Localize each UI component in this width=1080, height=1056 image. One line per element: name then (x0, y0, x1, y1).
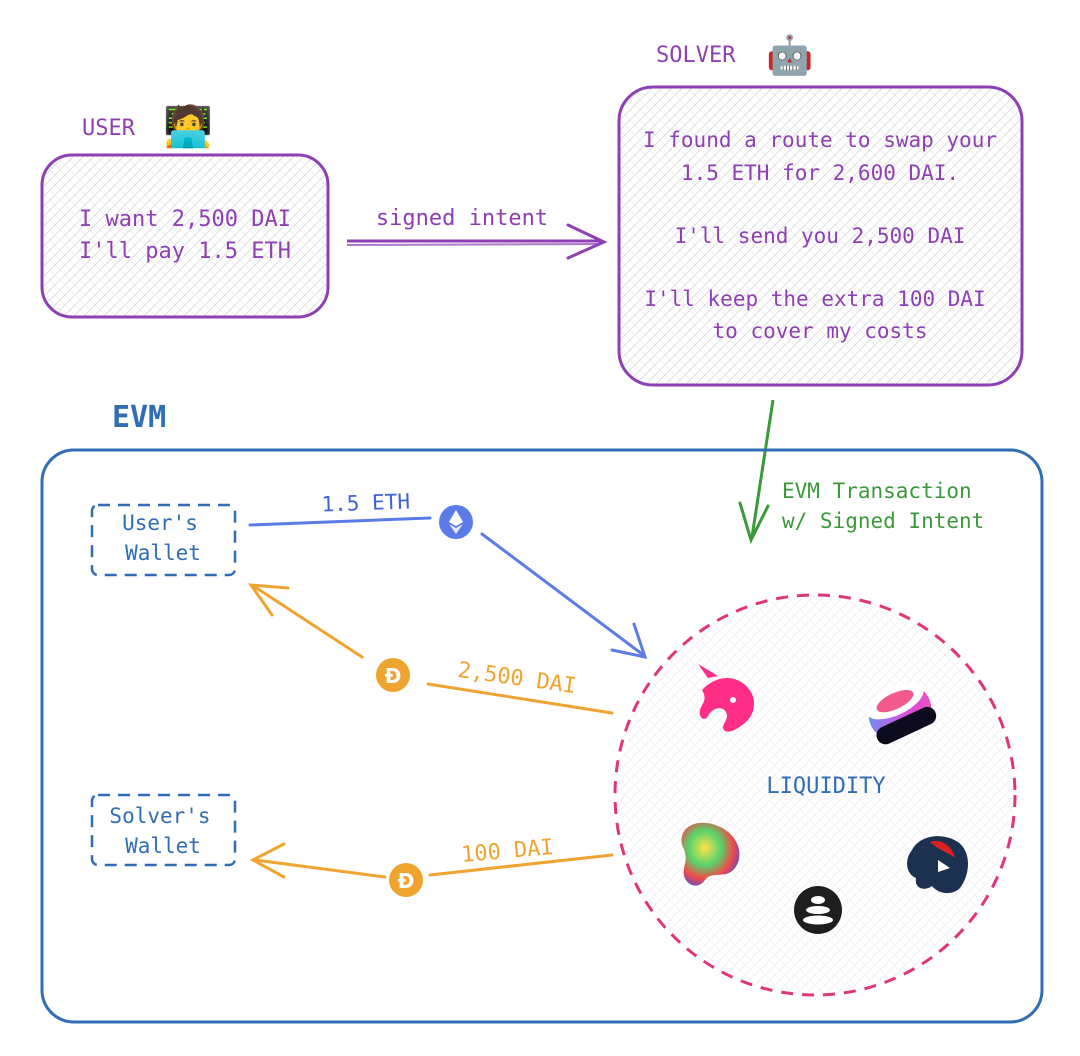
dai-to-user-label: 2,500 DAI (456, 658, 578, 699)
user-line-2: I'll pay 1.5 ETH (79, 239, 291, 264)
user-line-1: I want 2,500 DAI (79, 207, 291, 232)
evm-title: EVM (112, 400, 166, 435)
solver-wallet-line-2: Wallet (125, 834, 201, 858)
uniswap-icon (698, 664, 755, 732)
liquidity-label: LIQUIDITY (766, 774, 885, 799)
user-wallet-line-2: Wallet (125, 541, 201, 565)
signed-intent-label: signed intent (376, 206, 548, 231)
sushiswap-icon (866, 682, 937, 745)
solver-box: I found a route to swap your 1.5 ETH for… (617, 85, 1024, 387)
balancer-icon (794, 886, 842, 934)
evm-container (40, 448, 1044, 1024)
dai-to-solver-arrow (249, 842, 614, 879)
solver-line-5: to cover my costs (713, 319, 928, 343)
user-wallet-line-1: User's (122, 511, 198, 535)
user-label: USER (82, 116, 136, 141)
svg-text:Đ: Đ (385, 664, 402, 688)
evm-transaction-line-2: w/ Signed Intent (782, 509, 984, 533)
liquidity-pool: LIQUIDITY (613, 593, 1017, 997)
curve-icon (681, 822, 740, 886)
user-wallet: User's Wallet (90, 503, 237, 577)
user-emoji-icon: 🧑‍💻 (163, 102, 213, 150)
svg-text:Đ: Đ (398, 869, 415, 893)
solver-wallet-line-1: Solver's (109, 804, 210, 828)
evm-transaction-line-1: EVM Transaction (782, 479, 972, 503)
evm-transaction-arrow (738, 399, 775, 545)
solver-line-2: 1.5 ETH for 2,600 DAI. (681, 161, 959, 185)
solver-wallet: Solver's Wallet (90, 793, 237, 867)
dai-to-user-arrow (247, 583, 614, 715)
user-box: I want 2,500 DAI I'll pay 1.5 ETH (40, 153, 330, 319)
dai-coin-icon-solver: Đ (389, 863, 423, 897)
dai-coin-icon-user: Đ (376, 658, 410, 692)
solver-line-1: I found a route to swap your (643, 128, 997, 152)
solver-label: SOLVER (656, 43, 736, 68)
1inch-icon (907, 836, 968, 894)
signed-intent-arrow (346, 223, 608, 260)
solver-line-3: I'll send you 2,500 DAI (675, 224, 966, 248)
eth-flow-label: 1.5 ETH (321, 489, 410, 516)
ethereum-icon (439, 505, 473, 539)
eth-flow-arrow (248, 516, 648, 660)
solver-line-4: I'll keep the extra 100 DAI (644, 287, 985, 311)
robot-emoji-icon: 🤖 (766, 33, 813, 77)
